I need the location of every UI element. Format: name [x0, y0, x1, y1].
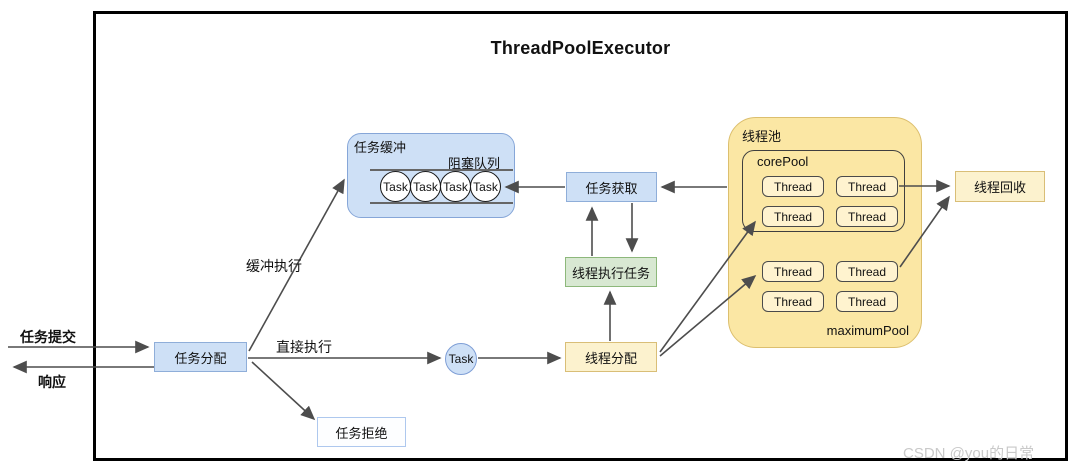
thread-execute-task-node: 线程执行任务 [565, 257, 657, 287]
diagram-title: ThreadPoolExecutor [490, 38, 671, 58]
queued-task: Task [440, 171, 471, 202]
direct-task-circle: Task [445, 343, 477, 375]
thread-pool-label: 线程池 [742, 129, 782, 144]
arrow-max-to-recycle [899, 195, 950, 268]
queued-task: Task [380, 171, 411, 202]
task-fetch-node: 任务获取 [566, 172, 657, 202]
maximum-pool-label: maximumPool [826, 323, 909, 338]
core-pool-label: corePool [757, 154, 809, 169]
max-thread-box: Thread [762, 261, 824, 282]
core-thread-box: Thread [836, 176, 898, 197]
core-thread-box: Thread [762, 206, 824, 227]
core-pool-container: corePool [742, 150, 905, 232]
max-thread-box: Thread [836, 291, 898, 312]
arrow-dispatch-to-max-thread [659, 274, 757, 357]
watermark-text: CSDN @you的日常 [903, 445, 1035, 462]
core-thread-box: Thread [836, 206, 898, 227]
task-submit-label: 任务提交 [20, 329, 76, 345]
arrow-dispatch-to-buffer [248, 178, 345, 352]
thread-dispatch-node: 线程分配 [565, 342, 657, 372]
blocking-queue-label: 阻塞队列 [447, 156, 500, 171]
queued-task: Task [410, 171, 441, 202]
response-label: 响应 [38, 374, 66, 390]
arrow-dispatch-to-reject [251, 361, 316, 421]
task-buffer-label: 任务缓冲 [354, 140, 407, 155]
arrow-dispatch-to-core-thread [659, 220, 756, 353]
max-thread-box: Thread [762, 291, 824, 312]
queued-task: Task [470, 171, 501, 202]
task-dispatch-node: 任务分配 [154, 342, 247, 372]
task-reject-node: 任务拒绝 [317, 417, 406, 447]
max-thread-box: Thread [836, 261, 898, 282]
core-thread-box: Thread [762, 176, 824, 197]
direct-exec-label: 直接执行 [276, 339, 332, 355]
thread-recycle-node: 线程回收 [955, 171, 1045, 202]
buffered-exec-label: 缓冲执行 [246, 258, 302, 274]
